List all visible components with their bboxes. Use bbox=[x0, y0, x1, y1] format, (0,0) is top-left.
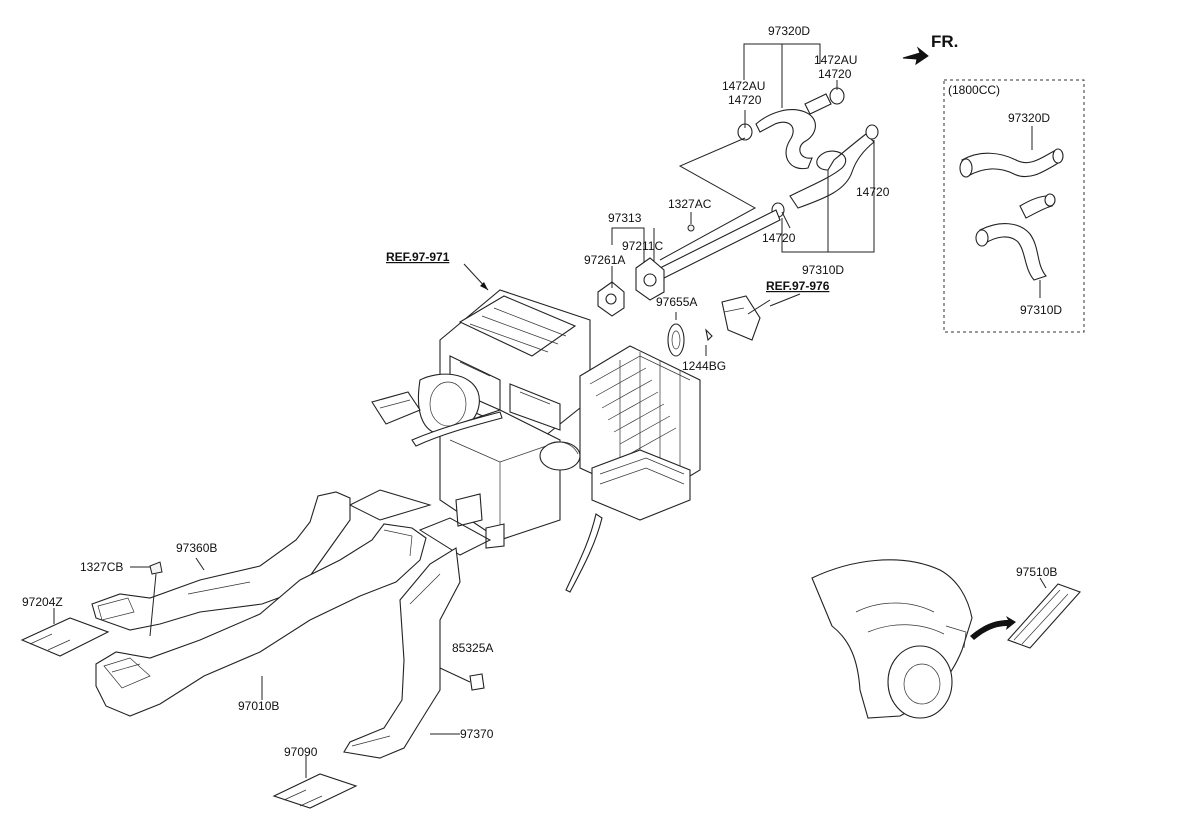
label-97510B: 97510B bbox=[1016, 565, 1057, 579]
label-97090: 97090 bbox=[284, 745, 318, 759]
inset-label-97310D: 97310D bbox=[1020, 303, 1062, 317]
inset-label-97320D: 97320D bbox=[1008, 111, 1050, 125]
ref-97-976: REF.97-976 bbox=[766, 279, 830, 293]
label-14720-c: 14720 bbox=[856, 185, 890, 199]
label-97310D: 97310D bbox=[802, 263, 844, 277]
label-1327AC: 1327AC bbox=[668, 197, 712, 211]
front-label: FR. bbox=[931, 32, 958, 51]
inset-1800cc: (1800CC) 97320D 97310D bbox=[943, 79, 1085, 333]
ref-97-971: REF.97-971 bbox=[386, 250, 450, 264]
label-97370: 97370 bbox=[460, 727, 494, 741]
front-arrow-icon bbox=[902, 46, 929, 66]
ref-97-976-leader bbox=[769, 293, 801, 307]
label-14720-a: 14720 bbox=[728, 93, 762, 107]
heater-hose-assembly bbox=[651, 43, 879, 283]
label-14720-d: 14720 bbox=[762, 231, 796, 245]
gaskets bbox=[597, 212, 771, 357]
vehicle-illustration bbox=[811, 559, 1081, 719]
inset-title: (1800CC) bbox=[948, 83, 1000, 97]
label-85325A: 85325A bbox=[452, 641, 493, 655]
label-1244BG: 1244BG bbox=[682, 359, 726, 373]
label-97360B: 97360B bbox=[176, 541, 217, 555]
ref-97-971-arrow-icon bbox=[480, 282, 488, 290]
label-97313: 97313 bbox=[608, 211, 642, 225]
label-97010B: 97010B bbox=[238, 699, 279, 713]
label-1472AU-a: 1472AU bbox=[722, 79, 765, 93]
label-97655A: 97655A bbox=[656, 295, 697, 309]
label-97211C: 97211C bbox=[622, 239, 663, 253]
label-97320D: 97320D bbox=[768, 24, 810, 38]
front-direction-marker: FR. bbox=[902, 32, 958, 66]
label-1472AU-b: 1472AU bbox=[814, 53, 857, 67]
mounting-plates bbox=[20, 608, 358, 809]
label-1327CB: 1327CB bbox=[80, 560, 123, 574]
label-97204Z: 97204Z bbox=[22, 595, 63, 609]
hvac-main-unit bbox=[371, 289, 701, 593]
label-97261A: 97261A bbox=[584, 253, 625, 267]
label-14720-b: 14720 bbox=[818, 67, 852, 81]
floor-ducts bbox=[91, 489, 492, 759]
